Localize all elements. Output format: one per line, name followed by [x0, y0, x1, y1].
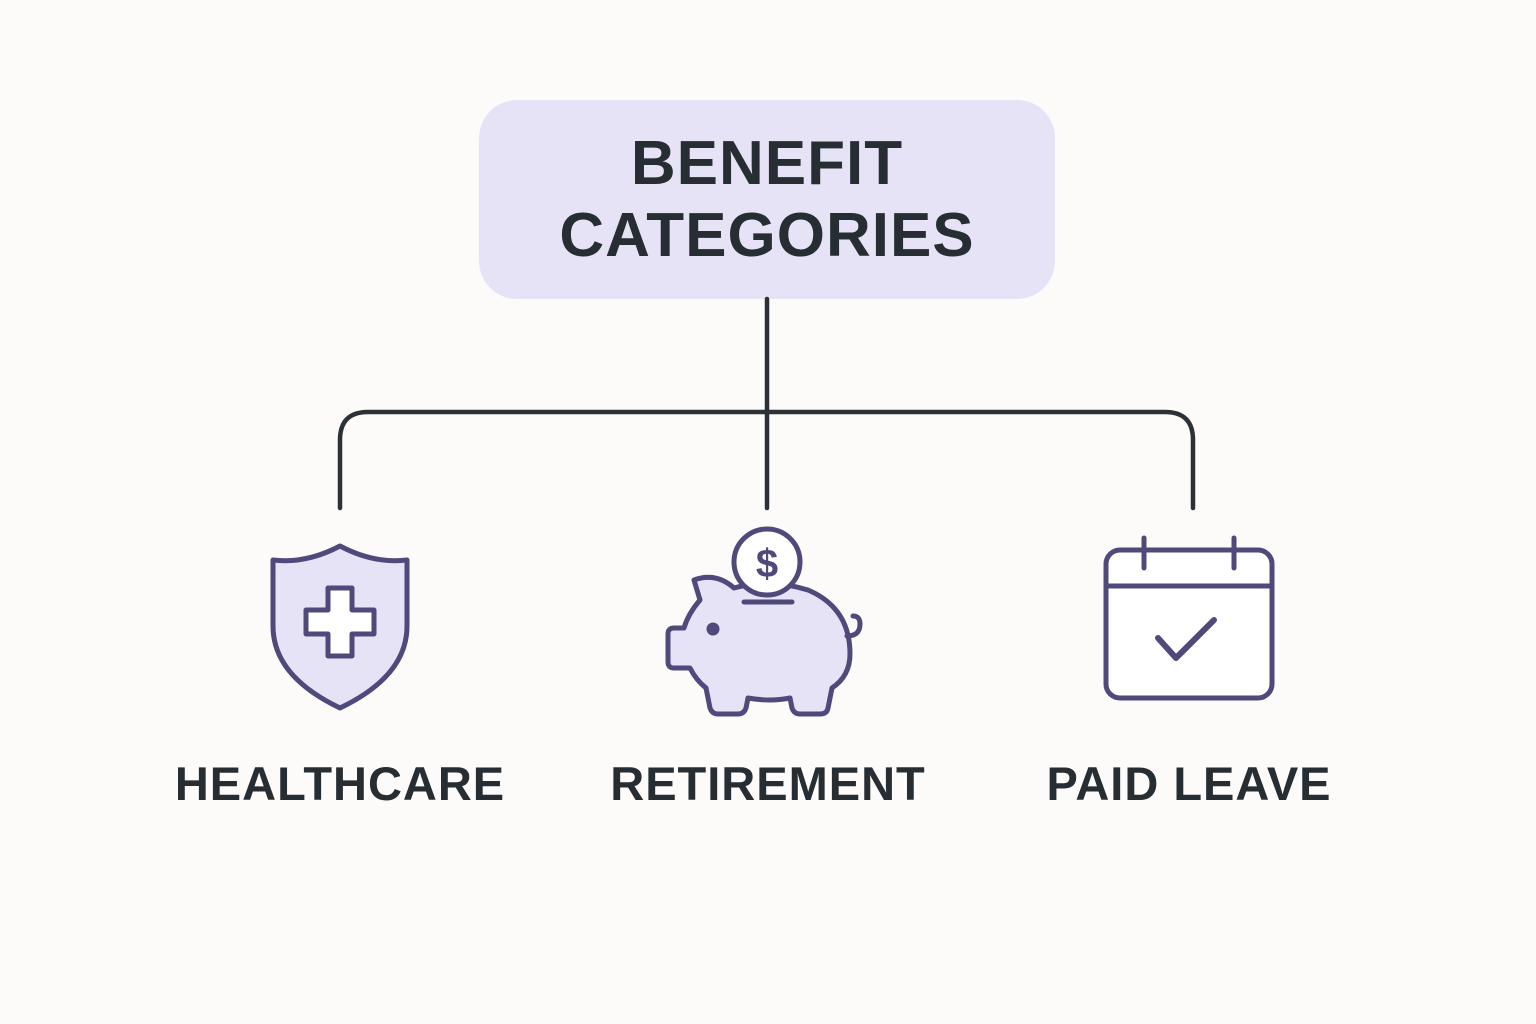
svg-text:$: $ — [756, 542, 778, 586]
root-title-line-1: BENEFIT — [630, 128, 904, 198]
piggy-bank-icon: $ — [665, 526, 863, 717]
connector-branch — [337, 409, 1196, 511]
root-title-line-2: CATEGORIES — [559, 200, 975, 270]
category-label-paid-leave: PAID LEAVE — [1046, 757, 1332, 810]
category-label-healthcare: HEALTHCARE — [174, 757, 506, 810]
root-node: BENEFIT CATEGORIES — [479, 100, 1055, 299]
calendar-check-icon — [1103, 535, 1275, 701]
category-label-retirement: RETIREMENT — [610, 757, 926, 810]
shield-plus-icon — [270, 543, 410, 711]
